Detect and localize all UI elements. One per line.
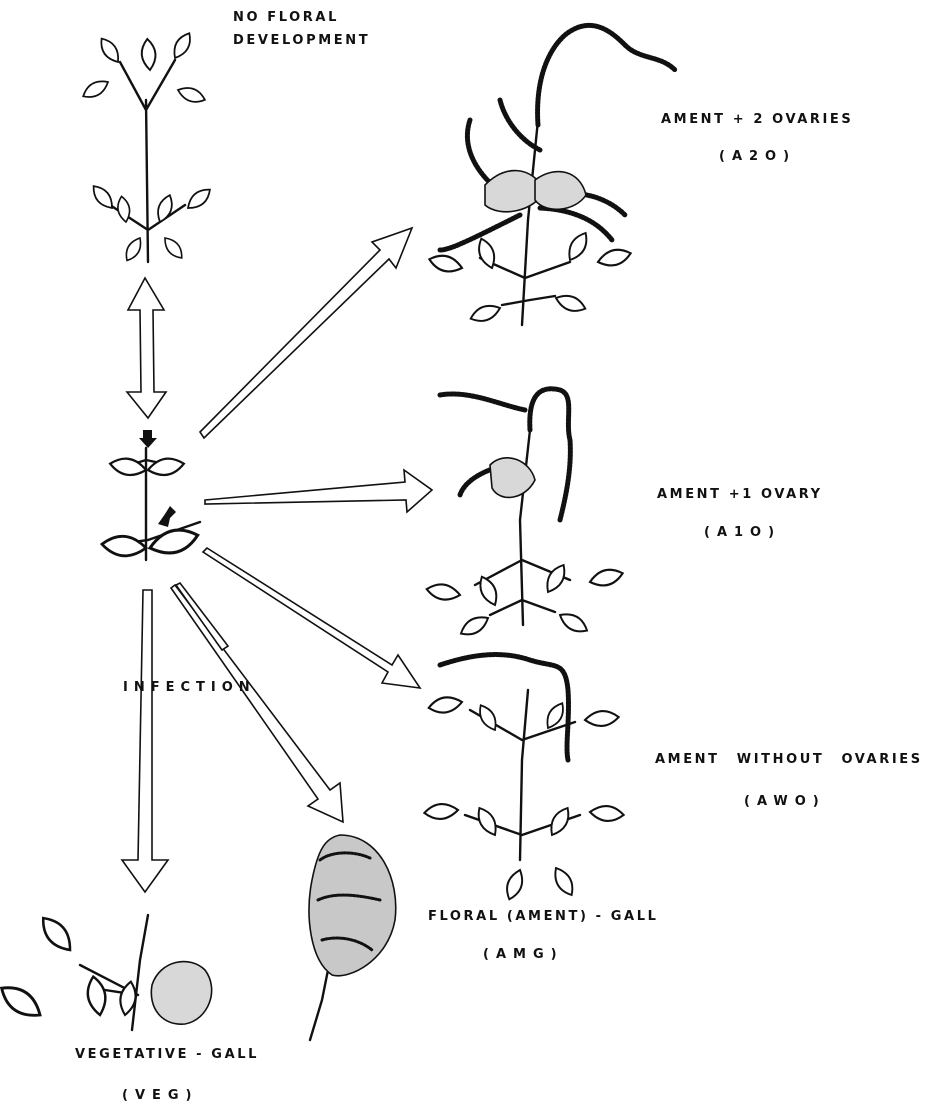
- plant-veg-gall: [0, 912, 212, 1030]
- arrow-to-a1o: [205, 470, 432, 512]
- plant-awo: [424, 655, 625, 902]
- label-awo-name: AMENT WITHOUT OVARIES: [655, 752, 923, 767]
- arrow-to-a2o: [200, 228, 412, 438]
- label-a1o-name: AMENT +1 OVARY: [657, 487, 823, 502]
- label-a1o-code: (A1O): [704, 525, 781, 540]
- label-amg-code: (AMG): [483, 947, 564, 962]
- plant-no-floral: [80, 30, 214, 263]
- plant-amg-gall: [309, 835, 396, 1040]
- plant-a1o: [425, 389, 624, 640]
- plant-infected-center: [101, 430, 200, 560]
- arrow-infection-mid: [176, 583, 228, 650]
- label-infection: INFECTION: [123, 680, 256, 695]
- label-amg-name: FLORAL (AMENT) - GALL: [428, 909, 659, 924]
- infection-marker-arrow-icon: [139, 430, 157, 448]
- label-veg-name: VEGETATIVE - GALL: [75, 1047, 259, 1062]
- double-arrow-vertical: [127, 278, 166, 418]
- label-awo-code: (AWO): [744, 794, 826, 809]
- infection-marker-arrow-icon: [158, 506, 176, 527]
- label-no-floral-line1: NO FLORAL: [233, 10, 339, 25]
- plant-a2o: [427, 25, 675, 325]
- label-veg-code: (VEG): [122, 1088, 199, 1103]
- label-a2o-name: AMENT + 2 OVARIES: [661, 112, 853, 127]
- label-a2o-code: (A2O): [719, 149, 796, 164]
- label-no-floral-line2: DEVELOPMENT: [233, 33, 370, 48]
- arrow-to-veg: [122, 590, 168, 892]
